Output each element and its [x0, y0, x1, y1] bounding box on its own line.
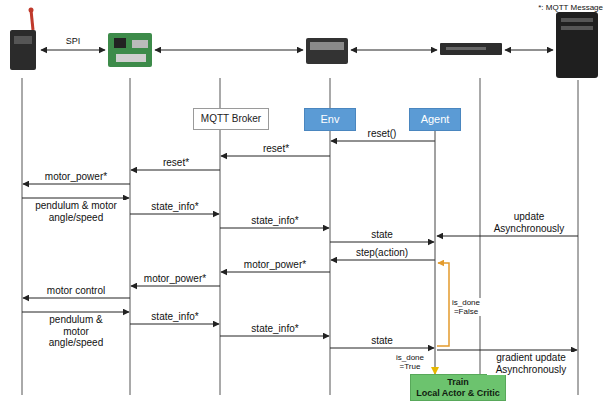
message-arrow — [437, 350, 577, 351]
message-label: reset() — [367, 128, 398, 140]
message-label: is_done =False — [450, 298, 482, 316]
message-label: state_info* — [150, 311, 199, 323]
broker-box: MQTT Broker — [193, 108, 269, 130]
board-port — [116, 54, 146, 62]
message-label: step(action) — [355, 247, 409, 259]
message-label: pendulum & motor angle/speed — [23, 200, 129, 223]
agent-box: Agent — [409, 108, 461, 131]
raspberry-pi-board — [108, 33, 152, 67]
env-box: Env — [304, 108, 356, 131]
node-text: Agent — [421, 113, 450, 126]
lifeline — [22, 78, 23, 395]
message-label: reset* — [262, 143, 290, 155]
message-arrow — [331, 141, 435, 142]
train-box: TrainLocal Actor & Critic — [410, 374, 506, 401]
board-chip — [114, 38, 126, 48]
message-arrow — [221, 272, 330, 273]
message-arrow — [221, 156, 330, 157]
legend-note: *: MQTT Message — [537, 3, 604, 12]
message-arrow — [437, 236, 578, 237]
server-bay — [561, 26, 593, 30]
device-links — [41, 50, 553, 51]
lifeline — [578, 80, 579, 395]
message-arrow — [220, 228, 329, 229]
message-label: state_info* — [250, 215, 299, 227]
node-text: MQTT Broker — [201, 113, 261, 125]
message-label: pendulum & motor angle/speed — [44, 314, 108, 349]
message-label: state — [370, 335, 394, 347]
pendulum-device — [10, 30, 36, 70]
switch-ports — [446, 47, 486, 50]
message-arrow — [131, 170, 220, 171]
message-arrows — [22, 141, 578, 350]
board-part — [310, 42, 344, 50]
node-text: Train — [447, 377, 469, 387]
message-label: reset* — [162, 157, 190, 169]
server-tower — [556, 12, 598, 78]
connector — [435, 131, 436, 375]
node-text: Local Actor & Critic — [416, 388, 500, 398]
message-label: state_info* — [250, 323, 299, 335]
lifelines — [22, 78, 578, 395]
message-label: state — [370, 229, 394, 241]
bus-label: SPI — [65, 36, 82, 46]
edge-label: is_done =True — [389, 353, 431, 371]
message-arrow — [131, 286, 220, 287]
message-arrow — [330, 242, 434, 243]
loop-arrow — [437, 263, 449, 346]
server-bay — [561, 18, 593, 22]
message-arrow — [130, 324, 219, 325]
pendulum-tip — [29, 8, 34, 13]
pendulum-part — [14, 36, 32, 44]
network-link — [351, 50, 437, 51]
message-label: state_info* — [150, 201, 199, 213]
message-arrow — [23, 184, 130, 185]
message-label: gradient update Asynchronously — [487, 352, 575, 375]
network-switch — [440, 43, 502, 55]
message-arrow — [23, 298, 130, 299]
message-arrow — [130, 214, 219, 215]
message-label: motor control — [46, 285, 106, 297]
lifeline — [130, 78, 131, 395]
board-port — [132, 40, 148, 48]
spi-link — [41, 50, 105, 51]
network-link — [505, 50, 553, 51]
message-arrow — [22, 198, 129, 199]
node-text: Env — [321, 113, 340, 126]
network-link — [155, 50, 303, 51]
embedded-board — [306, 38, 348, 64]
pendulum-rod — [31, 10, 33, 30]
connectors — [435, 131, 436, 375]
message-label: motor_power* — [243, 259, 307, 271]
message-arrow — [331, 260, 435, 261]
message-label: motor_power* — [44, 171, 108, 183]
device-icons — [10, 8, 598, 79]
message-label: update Asynchronously — [485, 211, 573, 234]
message-arrow — [330, 348, 434, 349]
message-label: motor_power* — [143, 273, 207, 285]
message-arrow — [220, 336, 329, 337]
message-arrow — [22, 312, 129, 313]
